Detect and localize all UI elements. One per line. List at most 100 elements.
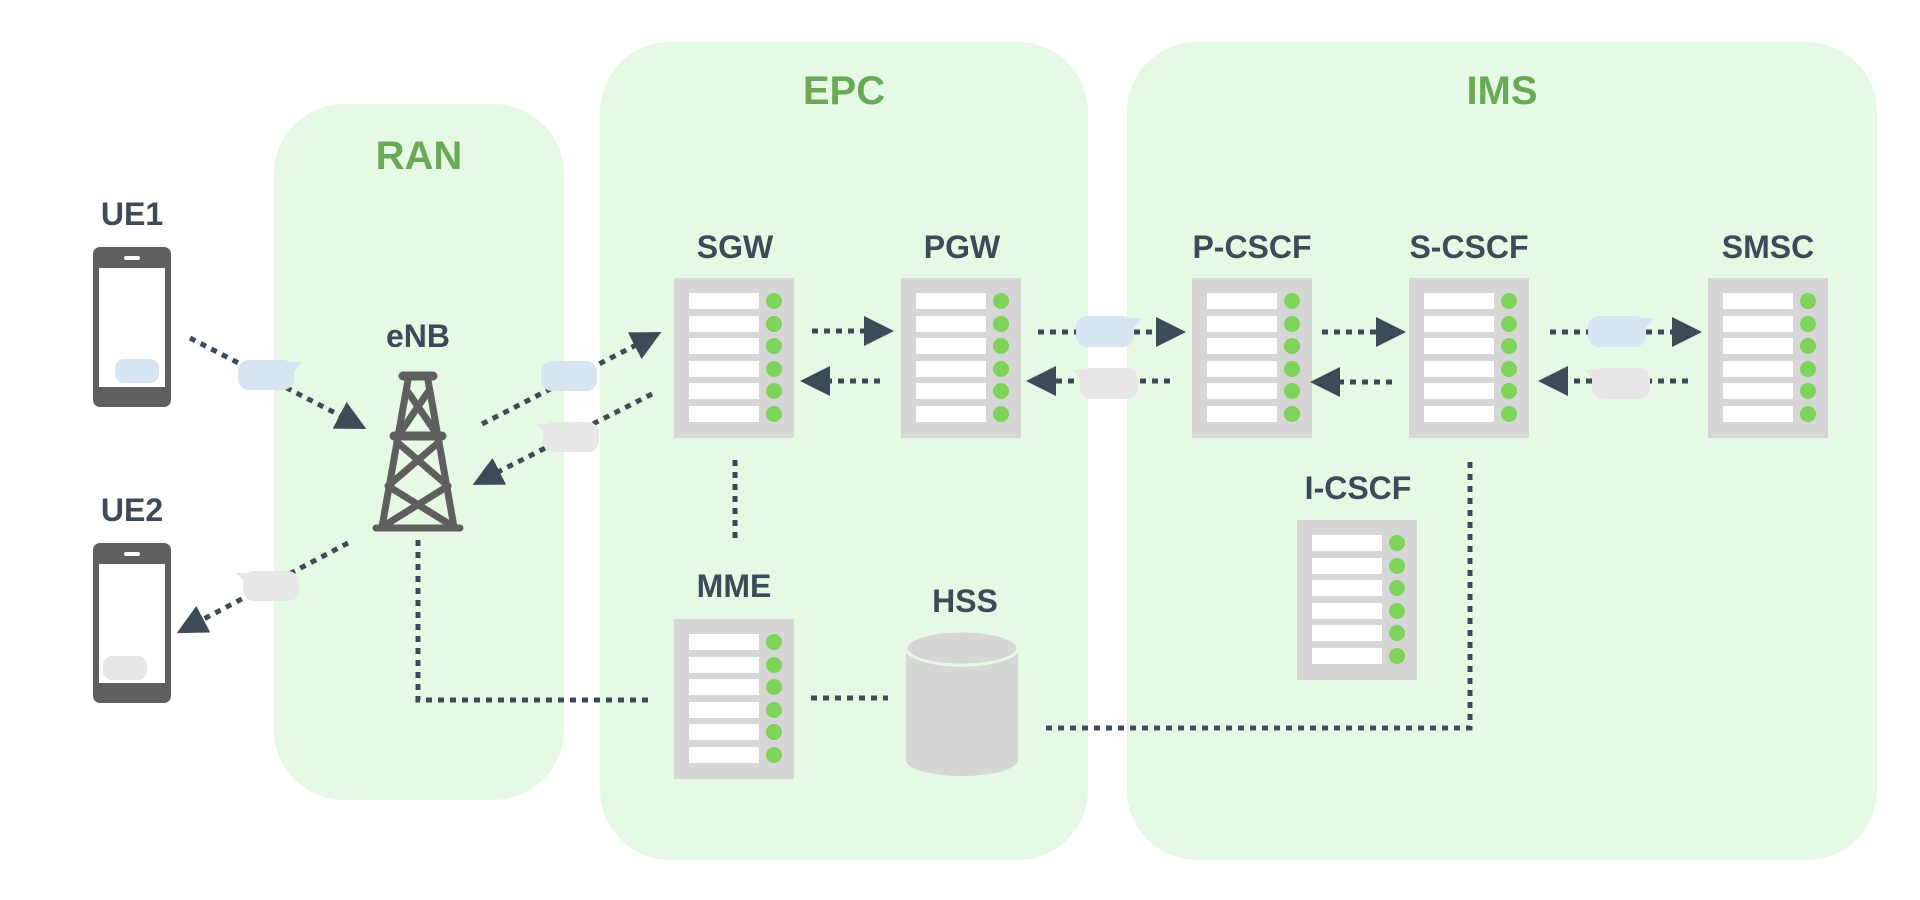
hss-database-icon[interactable] <box>904 629 1020 776</box>
s-cscf-server-icon[interactable] <box>1409 278 1529 438</box>
smsc-server-icon[interactable] <box>1708 278 1828 438</box>
server-slot <box>1207 360 1277 377</box>
sgw-server-icon[interactable] <box>674 278 794 438</box>
status-led-icon <box>1389 647 1405 664</box>
status-led-icon <box>1800 360 1816 377</box>
message-bubble-gray-icon <box>236 571 299 601</box>
connector-enb-mme <box>415 540 650 703</box>
status-led-icon <box>1501 360 1517 377</box>
zone-ims: IMS <box>1127 42 1877 860</box>
pgw-label: PGW <box>923 229 1001 265</box>
server-slot <box>1723 315 1793 332</box>
ue1-phone-icon[interactable] <box>93 247 171 407</box>
i-cscf-server-icon[interactable] <box>1297 520 1417 680</box>
status-led-icon <box>993 405 1009 422</box>
status-led-icon <box>766 679 782 695</box>
p-cscf-server-icon[interactable] <box>1192 278 1312 438</box>
server-slot <box>689 338 759 354</box>
ue2-phone-icon[interactable] <box>93 543 171 703</box>
status-led-icon <box>1389 580 1405 596</box>
status-led-icon <box>1389 557 1405 574</box>
status-led-icon <box>993 360 1009 377</box>
server-slot <box>1312 625 1382 641</box>
server-slot <box>1207 405 1277 422</box>
status-led-icon <box>766 360 782 377</box>
status-led-icon <box>766 338 782 354</box>
server-slot <box>689 656 759 673</box>
server-slot <box>916 360 986 377</box>
server-slot <box>689 746 759 763</box>
message-bubble-blue-icon <box>541 361 597 391</box>
status-led-icon <box>1389 625 1405 641</box>
smsc-label: SMSC <box>1721 229 1815 265</box>
zone-title-ims: IMS <box>1466 69 1538 113</box>
server-slot <box>916 383 986 399</box>
server-slot <box>689 315 759 332</box>
enb-label: eNB <box>385 318 450 354</box>
server-slot <box>689 634 759 650</box>
server-slot <box>1312 535 1382 551</box>
status-led-icon <box>1284 405 1300 422</box>
server-slot <box>1207 338 1277 354</box>
server-slot <box>1723 383 1793 399</box>
server-slot <box>1723 360 1793 377</box>
server-slot <box>1424 293 1494 309</box>
i-cscf-label: I-CSCF <box>1304 470 1412 506</box>
ue1-message-bubble-icon <box>115 359 159 383</box>
message-bubble-gray-icon <box>1072 368 1138 399</box>
server-slot <box>689 701 759 718</box>
status-led-icon <box>993 315 1009 332</box>
server-slot <box>689 293 759 309</box>
s-cscf-label: S-CSCF <box>1409 229 1529 265</box>
sgw-label: SGW <box>696 229 774 265</box>
mme-server-icon[interactable] <box>674 619 794 779</box>
server-slot <box>1723 405 1793 422</box>
status-led-icon <box>766 383 782 399</box>
ue2-label: UE2 <box>100 492 164 528</box>
status-led-icon <box>1501 338 1517 354</box>
status-led-icon <box>1501 405 1517 422</box>
connector-hss-s-cscf <box>1046 462 1473 731</box>
status-led-icon <box>1501 383 1517 399</box>
status-led-icon <box>1389 602 1405 619</box>
message-bubble-gray-icon <box>536 422 599 452</box>
status-led-icon <box>1800 293 1816 309</box>
server-slot <box>689 724 759 740</box>
status-led-icon <box>766 293 782 309</box>
zone-title-ran: RAN <box>375 134 463 178</box>
status-led-icon <box>766 746 782 763</box>
status-led-icon <box>1800 405 1816 422</box>
server-slot <box>916 293 986 309</box>
status-led-icon <box>766 315 782 332</box>
ue1-label: UE1 <box>100 196 164 232</box>
status-led-icon <box>1284 293 1300 309</box>
message-bubbles <box>236 316 1654 601</box>
server-slot <box>1424 360 1494 377</box>
server-slot <box>1424 338 1494 354</box>
server-slot <box>916 405 986 422</box>
status-led-icon <box>993 293 1009 309</box>
server-slot <box>1312 602 1382 619</box>
status-led-icon <box>766 634 782 650</box>
status-led-icon <box>766 701 782 718</box>
server-slot <box>689 405 759 422</box>
status-led-icon <box>1800 338 1816 354</box>
server-slot <box>689 360 759 377</box>
server-slot <box>916 338 986 354</box>
status-led-icon <box>1800 315 1816 332</box>
server-slot <box>1424 405 1494 422</box>
server-slot <box>689 679 759 695</box>
status-led-icon <box>993 338 1009 354</box>
pgw-server-icon[interactable] <box>901 278 1021 438</box>
phone-speaker <box>124 552 140 556</box>
server-slot <box>1207 315 1277 332</box>
status-led-icon <box>766 656 782 673</box>
server-slot <box>1424 383 1494 399</box>
cell-tower-icon[interactable] <box>372 371 464 532</box>
server-slot <box>1312 580 1382 596</box>
status-led-icon <box>993 383 1009 399</box>
message-bubble-gray-icon <box>1584 368 1650 399</box>
status-led-icon <box>1284 360 1300 377</box>
p-cscf-label: P-CSCF <box>1192 229 1312 265</box>
